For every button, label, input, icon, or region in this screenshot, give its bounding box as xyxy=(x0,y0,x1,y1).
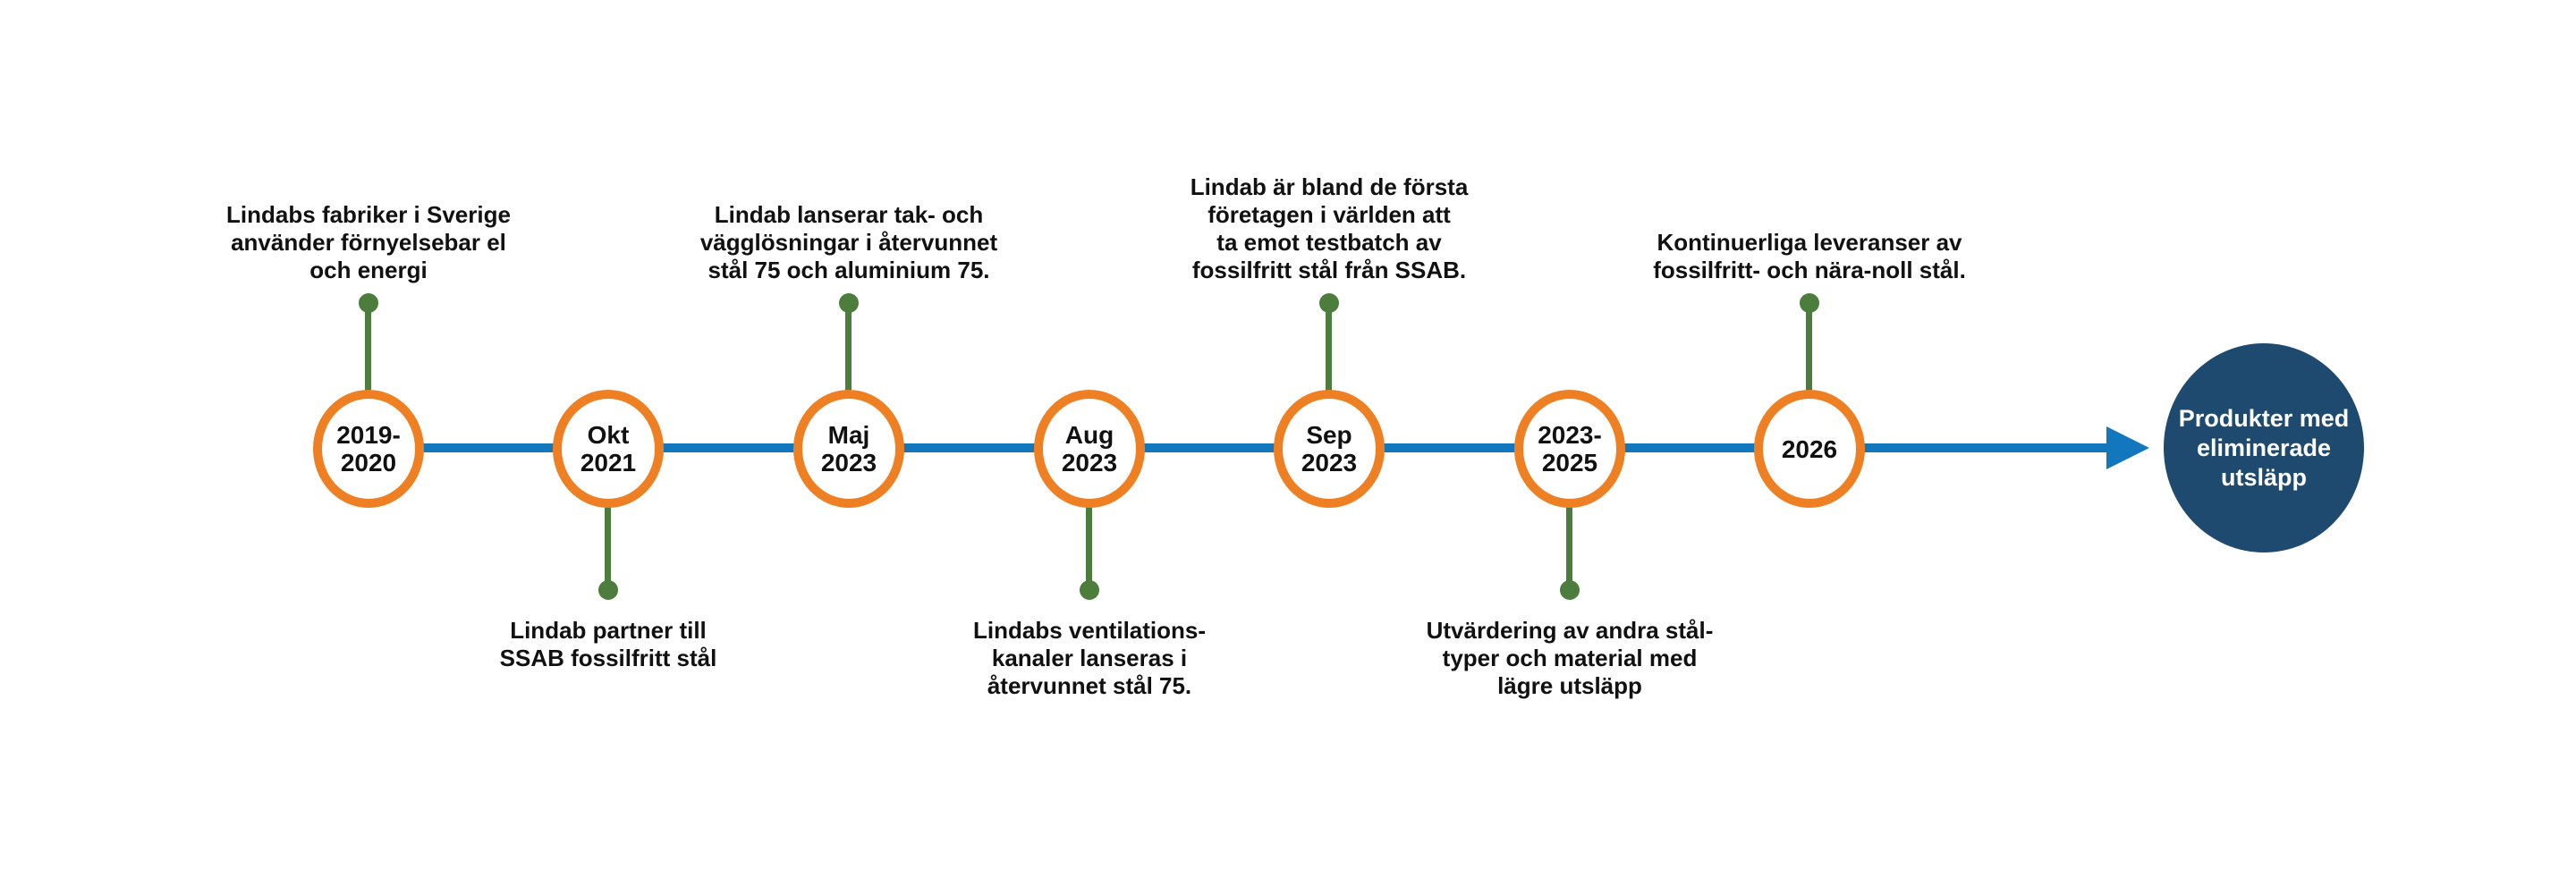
milestone-circle: Aug 2023 xyxy=(1034,390,1145,508)
milestone-stem xyxy=(1326,308,1332,392)
milestone-circle: 2023- 2025 xyxy=(1514,390,1625,508)
milestone-label: Lindab partner till SSAB fossilfritt stå… xyxy=(499,617,717,671)
milestone-date: Sep 2023 xyxy=(1301,421,1358,477)
milestone-date: Okt 2021 xyxy=(580,421,637,477)
milestone-label: Lindab lanserar tak- och vägglösningar i… xyxy=(699,201,998,283)
milestone-dot-icon xyxy=(359,293,378,313)
milestone-label: Lindabs ventilations- kanaler lanseras i… xyxy=(972,617,1207,699)
milestone-stem xyxy=(845,308,852,392)
milestone-circle: Sep 2023 xyxy=(1274,390,1385,508)
milestone-stem xyxy=(1806,308,1812,392)
milestone-circle: 2026 xyxy=(1754,390,1865,508)
milestone-dot-icon xyxy=(598,580,618,600)
milestone-stem xyxy=(605,504,611,588)
milestone-date: Maj 2023 xyxy=(820,421,877,477)
milestone-label: Utvärdering av andra stål- typer och mat… xyxy=(1426,617,1714,699)
milestone-dot-icon xyxy=(1800,293,1819,313)
milestone-date: 2026 xyxy=(1781,434,1838,463)
milestone-label: Kontinuerliga leveranser av fossilfritt-… xyxy=(1653,229,1966,283)
milestone-dot-icon xyxy=(1080,580,1099,600)
milestone-date: Aug 2023 xyxy=(1061,421,1118,477)
milestone-label: Lindabs fabriker i Sverige använder förn… xyxy=(226,201,511,283)
milestone-circle: Maj 2023 xyxy=(793,390,904,508)
milestone-stem xyxy=(1566,504,1572,588)
milestone-stem xyxy=(365,308,371,392)
milestone-date: 2023- 2025 xyxy=(1538,421,1602,477)
milestone-dot-icon xyxy=(1319,293,1339,313)
timeline-arrowhead-icon xyxy=(2106,426,2149,469)
milestone-dot-icon xyxy=(1560,580,1580,600)
milestone-dot-icon xyxy=(839,293,859,313)
end-node-circle: Produkter med eliminerade utsläpp xyxy=(2164,343,2364,552)
timeline-line xyxy=(369,443,2109,452)
milestone-date: 2019- 2020 xyxy=(336,421,401,477)
end-node-label: Produkter med eliminerade utsläpp xyxy=(2178,404,2350,491)
milestone-stem xyxy=(1086,504,1092,588)
milestone-circle: 2019- 2020 xyxy=(313,390,424,508)
milestone-label: Lindab är bland de första företagen i vä… xyxy=(1190,173,1469,283)
milestone-circle: Okt 2021 xyxy=(553,390,664,508)
